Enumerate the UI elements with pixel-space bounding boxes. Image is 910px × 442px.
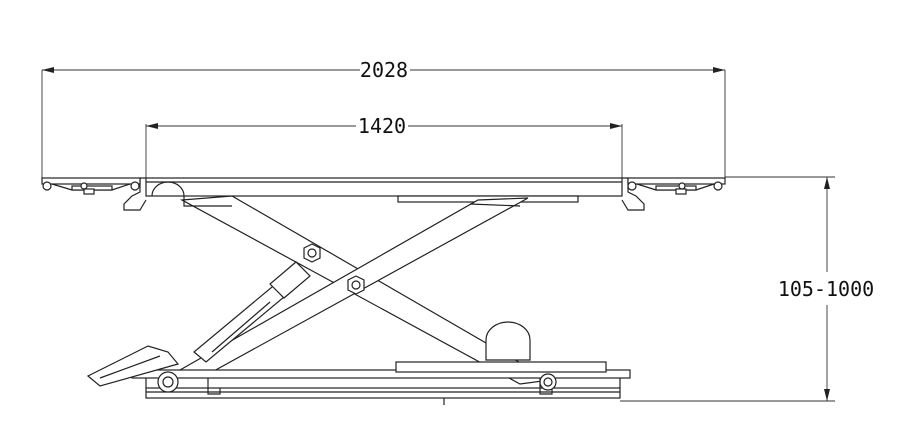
lift-height-dimension: 105-1000 [620,176,874,402]
platform-length-label: 1420 [358,114,406,138]
pivot-bolt-center [347,275,365,295]
overall-width-dimension: 2028 [41,58,726,178]
lift-height-label: 105-1000 [778,277,874,301]
pump-motor [485,321,531,361]
drive-ramp [86,345,180,387]
overall-width-label: 2028 [360,58,408,82]
left-extension-arm [41,177,141,195]
pivot-bolt-upper [303,243,321,263]
platform-length-dimension: 1420 [145,114,623,180]
base-roller-right [539,373,557,391]
right-extension-arm [627,177,726,195]
base-roller-left [157,371,179,393]
hydraulic-cylinder [193,261,311,363]
